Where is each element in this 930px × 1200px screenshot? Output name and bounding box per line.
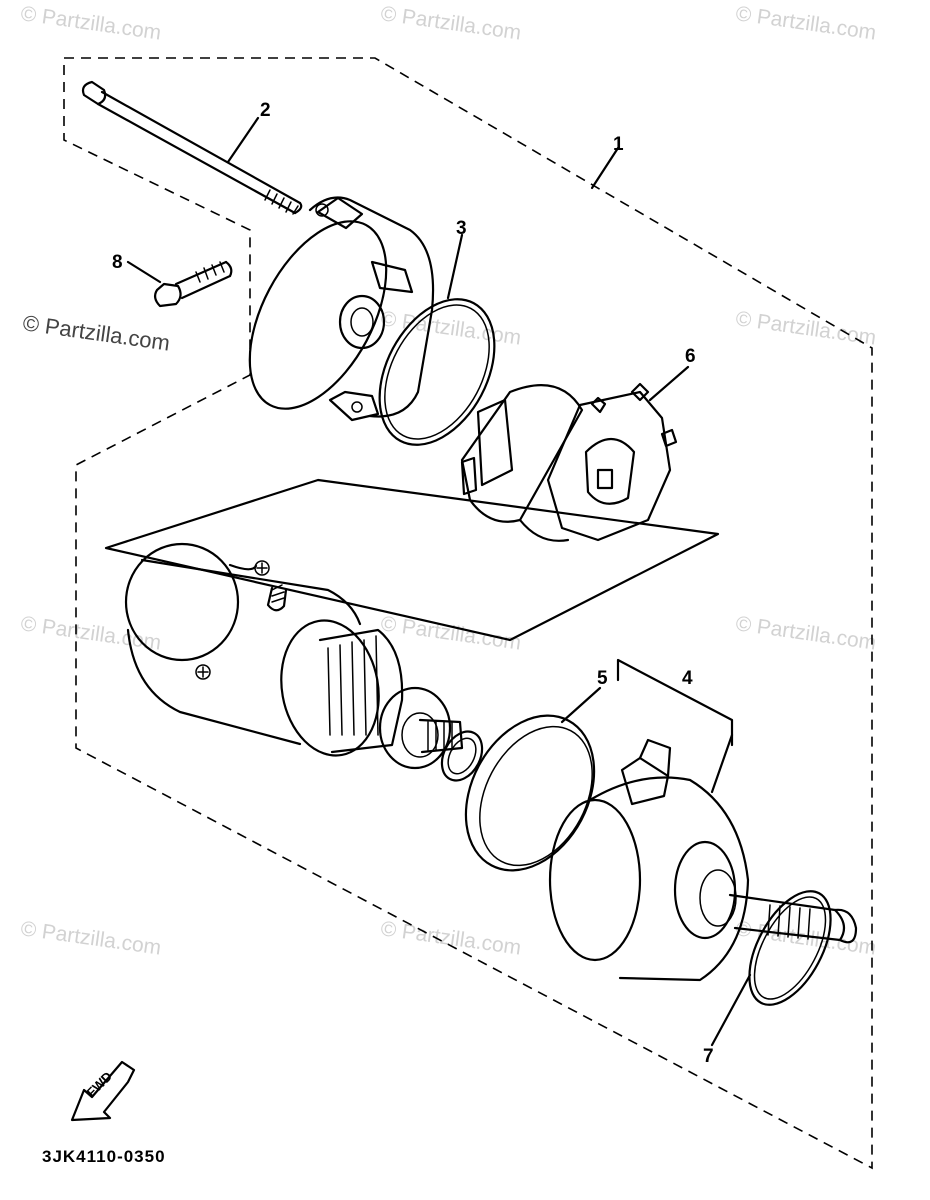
leader-4-bracket <box>616 658 734 747</box>
callout-4: 4 <box>682 668 693 689</box>
callout-7: 7 <box>703 1046 714 1067</box>
rear-cover <box>248 196 435 422</box>
assembly-boundary <box>63 57 873 1170</box>
callout-8: 8 <box>112 252 123 273</box>
fwd-label: FWD <box>84 1069 116 1101</box>
diagram-code: 3JK4110-0350 <box>42 1147 166 1166</box>
o-ring-7 <box>748 890 832 1006</box>
watermark-2: © Partzilla.com <box>379 2 522 44</box>
watermark-10: © Partzilla.com <box>379 917 522 959</box>
leader-3 <box>446 233 464 300</box>
flange-bolt <box>153 260 233 308</box>
watermark-1: © Partzilla.com <box>19 2 162 44</box>
callout-2: 2 <box>260 100 271 121</box>
callout-6: 6 <box>685 346 696 367</box>
watermark-8: © Partzilla.com <box>734 612 877 654</box>
leader-lines <box>126 116 752 1047</box>
fwd-arrow: FWD <box>70 1060 136 1122</box>
through-bolt <box>81 80 303 215</box>
yoke-box <box>104 478 720 642</box>
watermark-4: © Partzilla.com <box>734 307 877 349</box>
leader-2 <box>226 116 260 164</box>
leader-7 <box>710 973 752 1047</box>
watermarks: © Partzilla.com © Partzilla.com © Partzi… <box>19 2 877 959</box>
o-ring-5 <box>464 714 596 872</box>
leader-1 <box>590 146 620 190</box>
brush-holder <box>460 382 678 542</box>
leader-4 <box>710 733 734 794</box>
o-ring-3 <box>378 298 496 446</box>
callout-3: 3 <box>456 218 467 239</box>
armature-yoke <box>124 542 464 770</box>
leader-8 <box>126 260 162 284</box>
watermark-11: © Partzilla.com <box>734 917 877 959</box>
watermark-3: © Partzilla.com <box>734 2 877 44</box>
watermark-main: © Partzilla.com <box>21 310 171 355</box>
front-cover <box>548 738 858 982</box>
watermark-7: © Partzilla.com <box>379 612 522 654</box>
callouts: 1 2 3 4 5 6 7 8 <box>112 100 714 1067</box>
watermark-6: © Partzilla.com <box>19 612 162 654</box>
leader-6 <box>648 365 690 402</box>
callout-1: 1 <box>613 134 624 155</box>
callout-5: 5 <box>597 668 608 689</box>
watermark-9: © Partzilla.com <box>19 917 162 959</box>
small-o-ring <box>440 730 484 782</box>
leader-5 <box>560 686 602 724</box>
